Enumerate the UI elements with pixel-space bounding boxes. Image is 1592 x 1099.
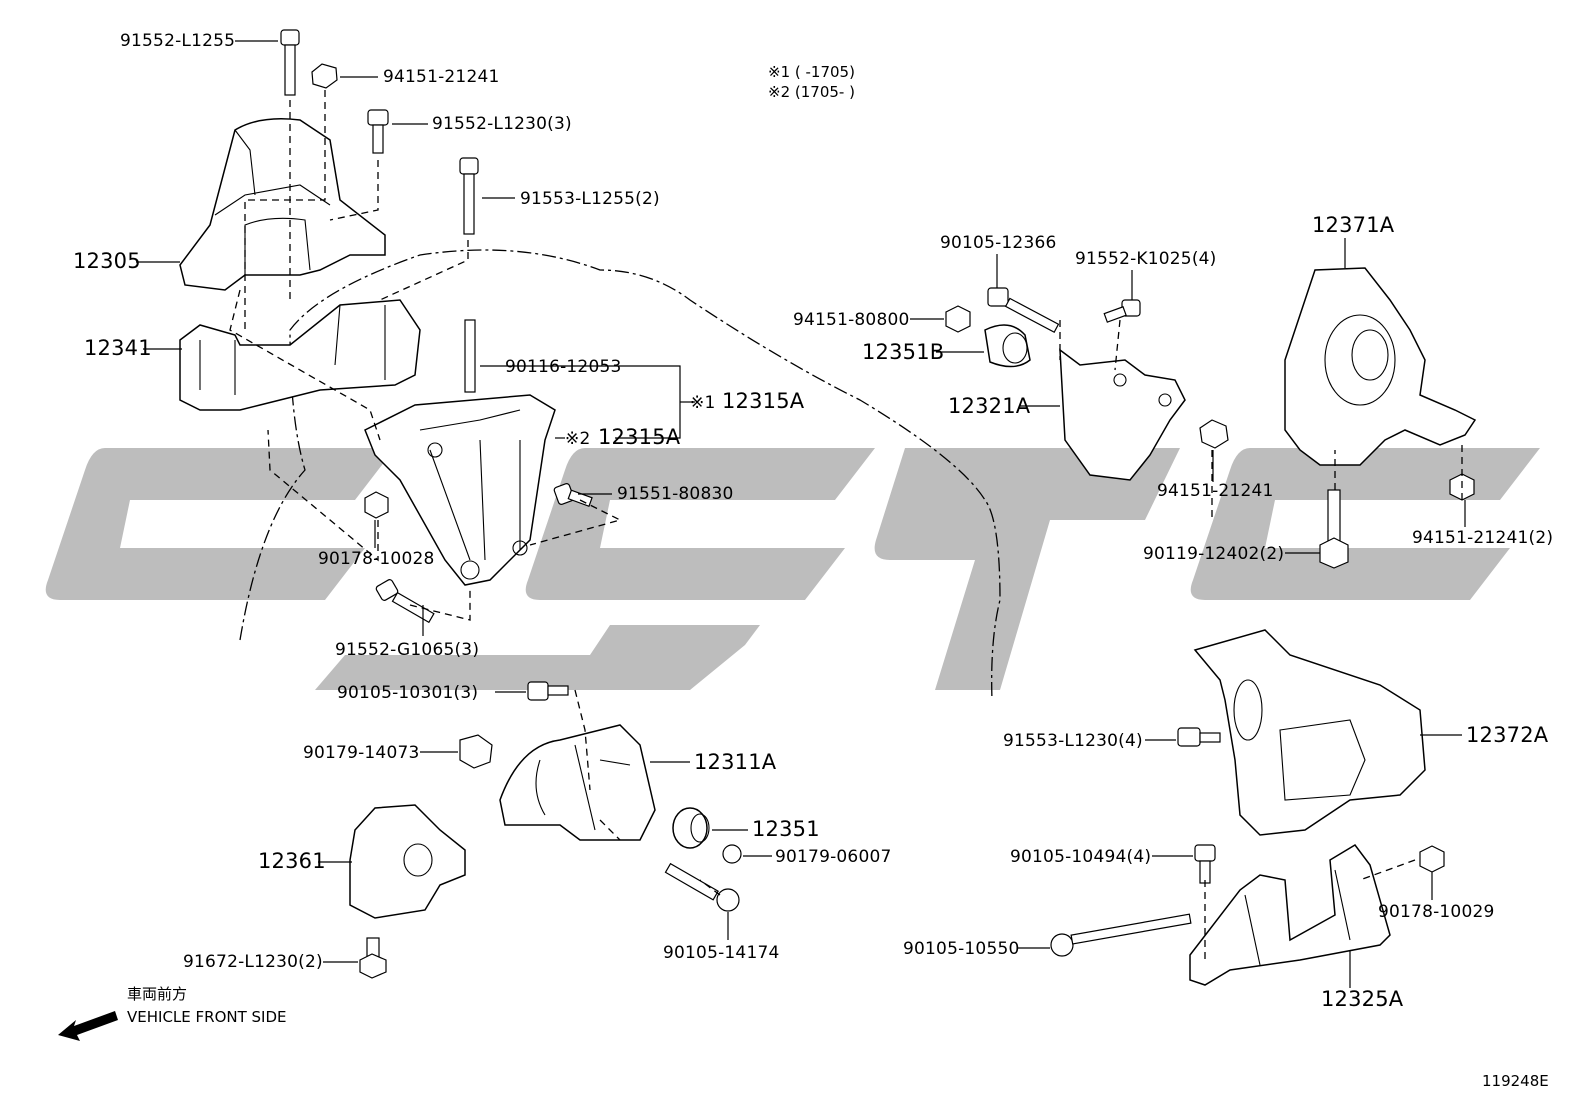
engine-outline bbox=[239, 249, 1001, 701]
label-12321A: 12321A bbox=[948, 394, 1031, 418]
part-12305 bbox=[179, 118, 386, 291]
label-mark-2: ※2 bbox=[565, 429, 590, 449]
part-12361 bbox=[349, 804, 466, 919]
part-12371A bbox=[1284, 267, 1477, 466]
label-90105-10301: 90105-10301(3) bbox=[337, 683, 478, 703]
label-12315A-2: 12315A bbox=[598, 425, 681, 449]
part-12341 bbox=[179, 299, 421, 411]
labels: ※1 ( -1705) ※2 (1705- ) 91552-L1255 9415… bbox=[73, 31, 1553, 1090]
label-90119-12402: 90119-12402(2) bbox=[1143, 544, 1284, 564]
part-12315A bbox=[364, 394, 556, 586]
label-90105-10494: 90105-10494(4) bbox=[1010, 847, 1151, 867]
part-12321A bbox=[1059, 348, 1186, 481]
direction-english: VEHICLE FRONT SIDE bbox=[127, 1008, 287, 1026]
leader-lines bbox=[136, 40, 1466, 988]
label-94151-21241-b: 94151-21241 bbox=[1157, 481, 1274, 501]
label-90105-10550: 90105-10550 bbox=[903, 939, 1020, 959]
label-12361: 12361 bbox=[258, 849, 326, 873]
note-1: ※1 ( -1705) bbox=[768, 63, 855, 81]
part-12311A bbox=[499, 724, 656, 841]
label-94151-21241-a: 94151-21241 bbox=[383, 67, 500, 87]
label-90178-10029: 90178-10029 bbox=[1378, 902, 1495, 922]
note-2: ※2 (1705- ) bbox=[768, 83, 855, 101]
label-91552-K1025: 91552-K1025(4) bbox=[1075, 249, 1217, 269]
label-12341: 12341 bbox=[84, 336, 152, 360]
part-12372A bbox=[1193, 629, 1426, 836]
label-90179-14073: 90179-14073 bbox=[303, 743, 420, 763]
label-12372A: 12372A bbox=[1466, 723, 1549, 747]
part-12325A bbox=[1189, 844, 1391, 986]
fasteners bbox=[280, 29, 1475, 979]
part-12351 bbox=[672, 807, 710, 849]
vehicle-front-arrow-icon bbox=[58, 1011, 118, 1041]
alignment-lines bbox=[229, 90, 1463, 960]
label-91553-L1230: 91553-L1230(4) bbox=[1003, 731, 1143, 751]
label-91551-80830: 91551-80830 bbox=[617, 484, 734, 504]
label-12311A: 12311A bbox=[694, 750, 777, 774]
label-12351B: 12351B bbox=[862, 340, 944, 364]
label-94151-80800: 94151-80800 bbox=[793, 310, 910, 330]
label-90179-06007: 90179-06007 bbox=[775, 847, 892, 867]
label-mark-1: ※1 bbox=[690, 393, 715, 413]
label-12305: 12305 bbox=[73, 249, 141, 273]
part-12351B bbox=[984, 324, 1031, 368]
direction-japanese: 車両前方 bbox=[127, 985, 187, 1003]
label-91552-L1230: 91552-L1230(3) bbox=[432, 114, 572, 134]
drawing-id: 119248E bbox=[1482, 1072, 1549, 1090]
watermark-logo bbox=[45, 448, 1540, 690]
label-12371A: 12371A bbox=[1312, 213, 1395, 237]
label-94151-21241-c: 94151-21241(2) bbox=[1412, 528, 1553, 548]
label-91672-L1230: 91672-L1230(2) bbox=[183, 952, 323, 972]
label-91553-L1255: 91553-L1255(2) bbox=[520, 189, 660, 209]
label-91552-G1065: 91552-G1065(3) bbox=[335, 640, 479, 660]
label-90105-14174: 90105-14174 bbox=[663, 943, 780, 963]
label-12315A-1: 12315A bbox=[722, 389, 805, 413]
label-90116-12053: 90116-12053 bbox=[505, 357, 622, 377]
label-91552-L1255: 91552-L1255 bbox=[120, 31, 235, 51]
label-90178-10028: 90178-10028 bbox=[318, 549, 435, 569]
label-12351: 12351 bbox=[752, 817, 820, 841]
label-90105-12366: 90105-12366 bbox=[940, 233, 1057, 253]
label-12325A: 12325A bbox=[1321, 987, 1404, 1011]
